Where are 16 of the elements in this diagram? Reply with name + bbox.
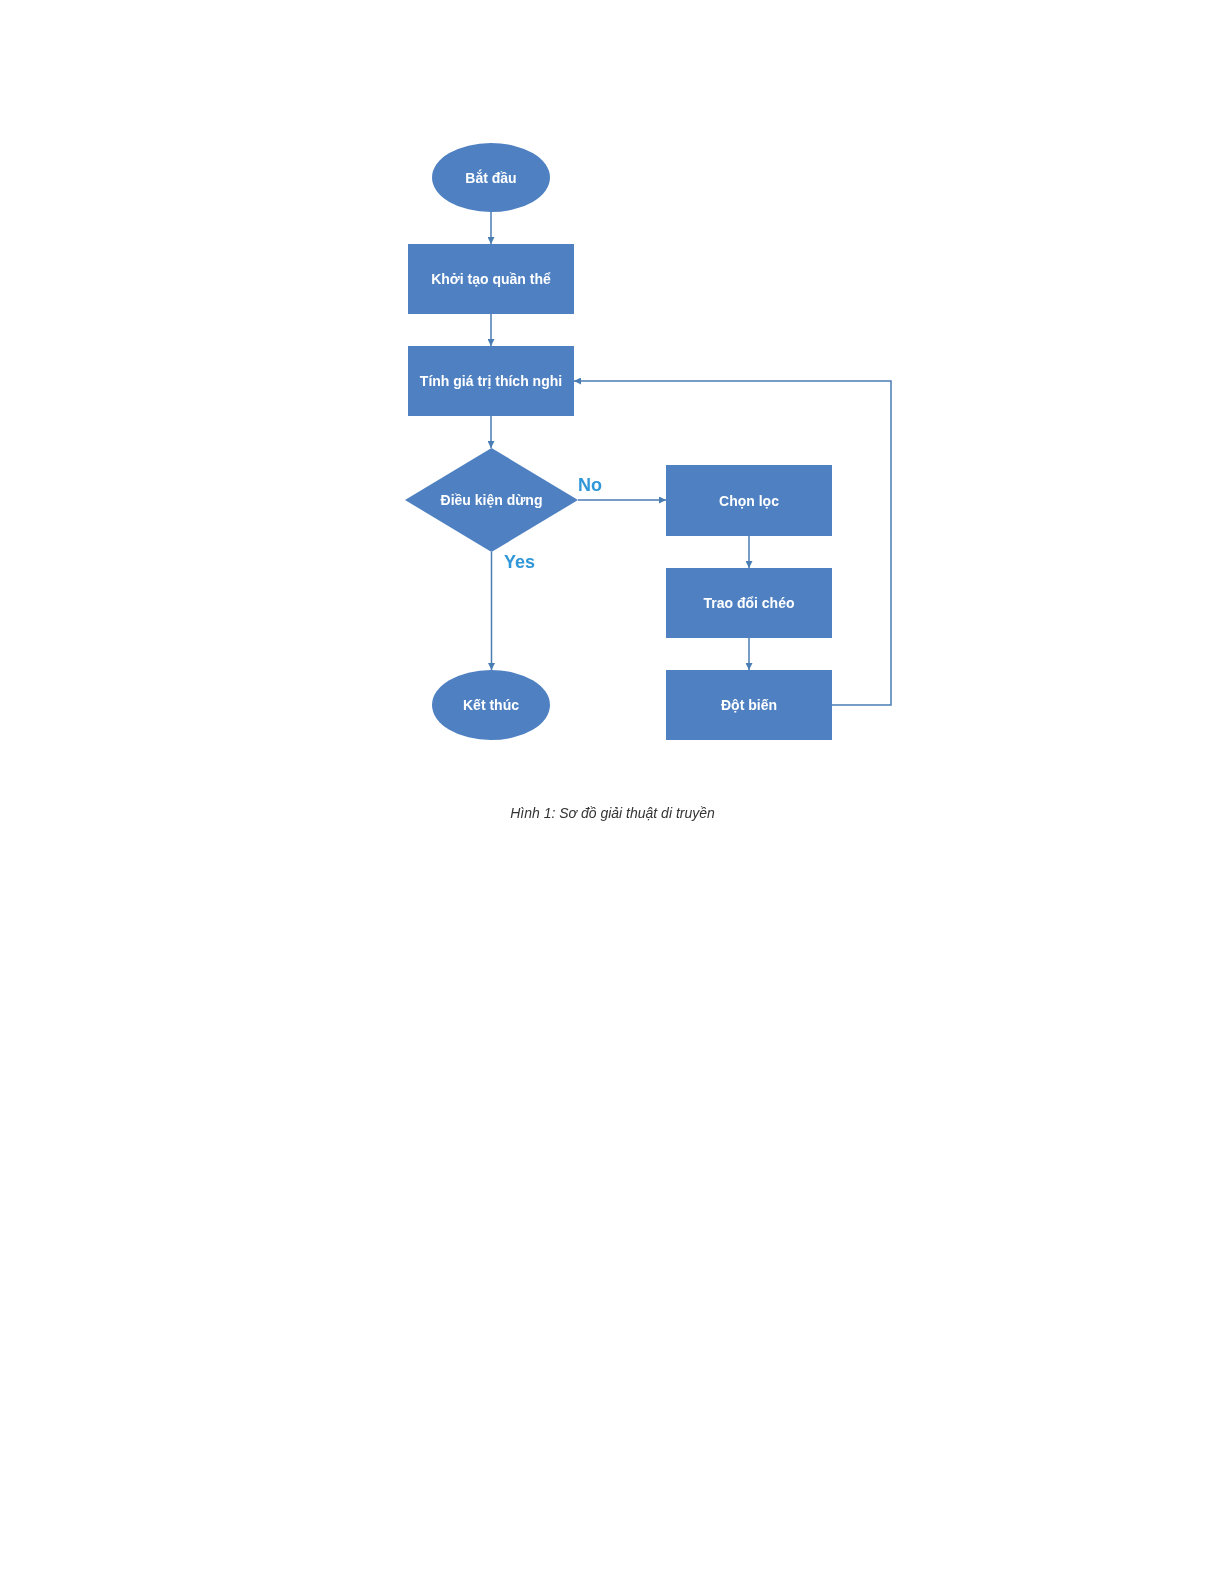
figure-caption: Hình 1: Sơ đồ giải thuật di truyền [510,805,715,821]
end-ellipse: Kết thúc [432,670,550,740]
arrow [745,535,753,569]
process-box: Khởi tạo quần thể [408,244,574,314]
arrow [745,637,753,671]
arrow [488,551,495,671]
process-box: Đột biến [666,670,832,740]
arrow [487,415,495,449]
process-box: Trao đổi chéo [666,568,832,638]
arrow [577,496,667,504]
start-ellipse: Bắt đầu [432,143,550,212]
arrow [487,211,495,245]
process-box: Chọn lọc [666,465,832,536]
arrow [573,377,892,706]
arrow [487,313,495,347]
process-box: Tính giá trị thích nghi [408,346,574,416]
